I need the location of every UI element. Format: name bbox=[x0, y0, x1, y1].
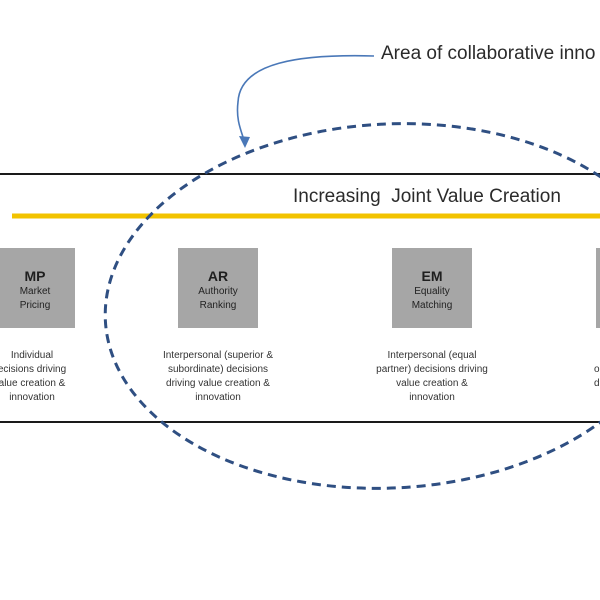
box-market-pricing: MP Market Pricing bbox=[0, 248, 75, 328]
box-name-line: Pricing bbox=[19, 300, 51, 311]
box-authority-ranking: AR Authority Ranking bbox=[178, 248, 258, 328]
callout-arrowhead bbox=[239, 136, 250, 148]
desc-line: ecisions driving bbox=[0, 364, 67, 375]
desc-line: innovation bbox=[409, 392, 455, 403]
desc-line: Interpersonal (superior & bbox=[162, 350, 274, 361]
desc-line: o bbox=[594, 364, 600, 375]
box-equality-matching: EM Equality Matching bbox=[392, 248, 472, 328]
box-name-line: Equality bbox=[414, 286, 450, 297]
models-frame bbox=[0, 173, 600, 423]
desc-line: innovation bbox=[195, 392, 241, 403]
joint-value-heading: Increasing Joint Value Creation bbox=[293, 186, 561, 207]
desc-equality-matching: Interpersonal (equal partner) decisions … bbox=[362, 349, 502, 405]
collaboration-area-ellipse bbox=[103, 122, 600, 490]
desc-line: innovation bbox=[9, 392, 55, 403]
desc-line: driving value creation & bbox=[166, 378, 270, 389]
desc-line bbox=[594, 349, 600, 363]
desc-partial-right: o d bbox=[594, 349, 600, 391]
desc-line: alue creation & bbox=[0, 378, 66, 389]
desc-line: partner) decisions driving bbox=[376, 364, 488, 375]
collaboration-callout-label: Area of collaborative inno bbox=[381, 43, 596, 64]
desc-line: subordinate) decisions bbox=[167, 364, 269, 375]
callout-arrow bbox=[236, 54, 375, 141]
desc-authority-ranking: Interpersonal (superior & subordinate) d… bbox=[148, 349, 288, 405]
partial-box-right bbox=[596, 248, 600, 328]
desc-line: Interpersonal (equal bbox=[387, 350, 477, 361]
box-name-line: Authority bbox=[198, 286, 238, 297]
box-code: EM bbox=[421, 268, 443, 284]
desc-line: d bbox=[594, 378, 600, 389]
desc-line: value creation & bbox=[396, 378, 468, 389]
box-code: AR bbox=[207, 268, 229, 284]
desc-line: Individual bbox=[10, 350, 54, 361]
box-name-line: Matching bbox=[411, 300, 453, 311]
box-name-line: Market bbox=[19, 286, 51, 297]
desc-market-pricing: Individual ecisions driving alue creatio… bbox=[0, 349, 102, 405]
box-name-line: Ranking bbox=[199, 300, 237, 311]
box-code: MP bbox=[24, 268, 46, 284]
